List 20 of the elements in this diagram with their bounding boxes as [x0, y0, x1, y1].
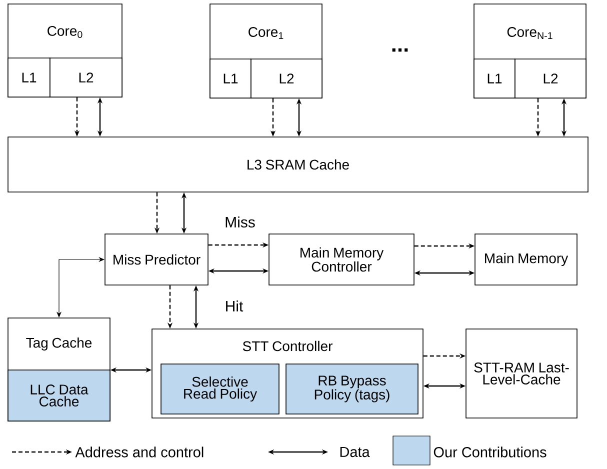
legend-label: Address and control: [75, 446, 204, 458]
cache-box: L2: [250, 58, 322, 98]
contribution-box: LLC Data Cache: [8, 370, 110, 422]
legend-label: Our Contributions: [434, 446, 546, 458]
component-box: L3 SRAM Cache: [8, 136, 588, 192]
component-box: Miss Predictor: [104, 234, 208, 286]
edge-label: Miss: [224, 216, 256, 229]
component-box: Main Memory: [474, 234, 578, 286]
component-box: Main Memory Controller: [268, 234, 414, 286]
component-box: STT-RAM Last-Level-Cache: [466, 328, 578, 418]
cache-box: L2: [514, 58, 586, 98]
edge-label: Hit: [224, 300, 244, 312]
cache-box: L1: [210, 58, 252, 98]
contribution-box: Selective Read Policy: [160, 364, 280, 414]
cache-box: L1: [474, 58, 516, 98]
contribution-box: RB Bypass Policy (tags): [286, 364, 418, 414]
legend-label: Data: [340, 446, 370, 458]
cache-box: L1: [8, 58, 50, 98]
ellipsis: ...: [392, 48, 408, 52]
cache-box: L2: [50, 58, 122, 98]
